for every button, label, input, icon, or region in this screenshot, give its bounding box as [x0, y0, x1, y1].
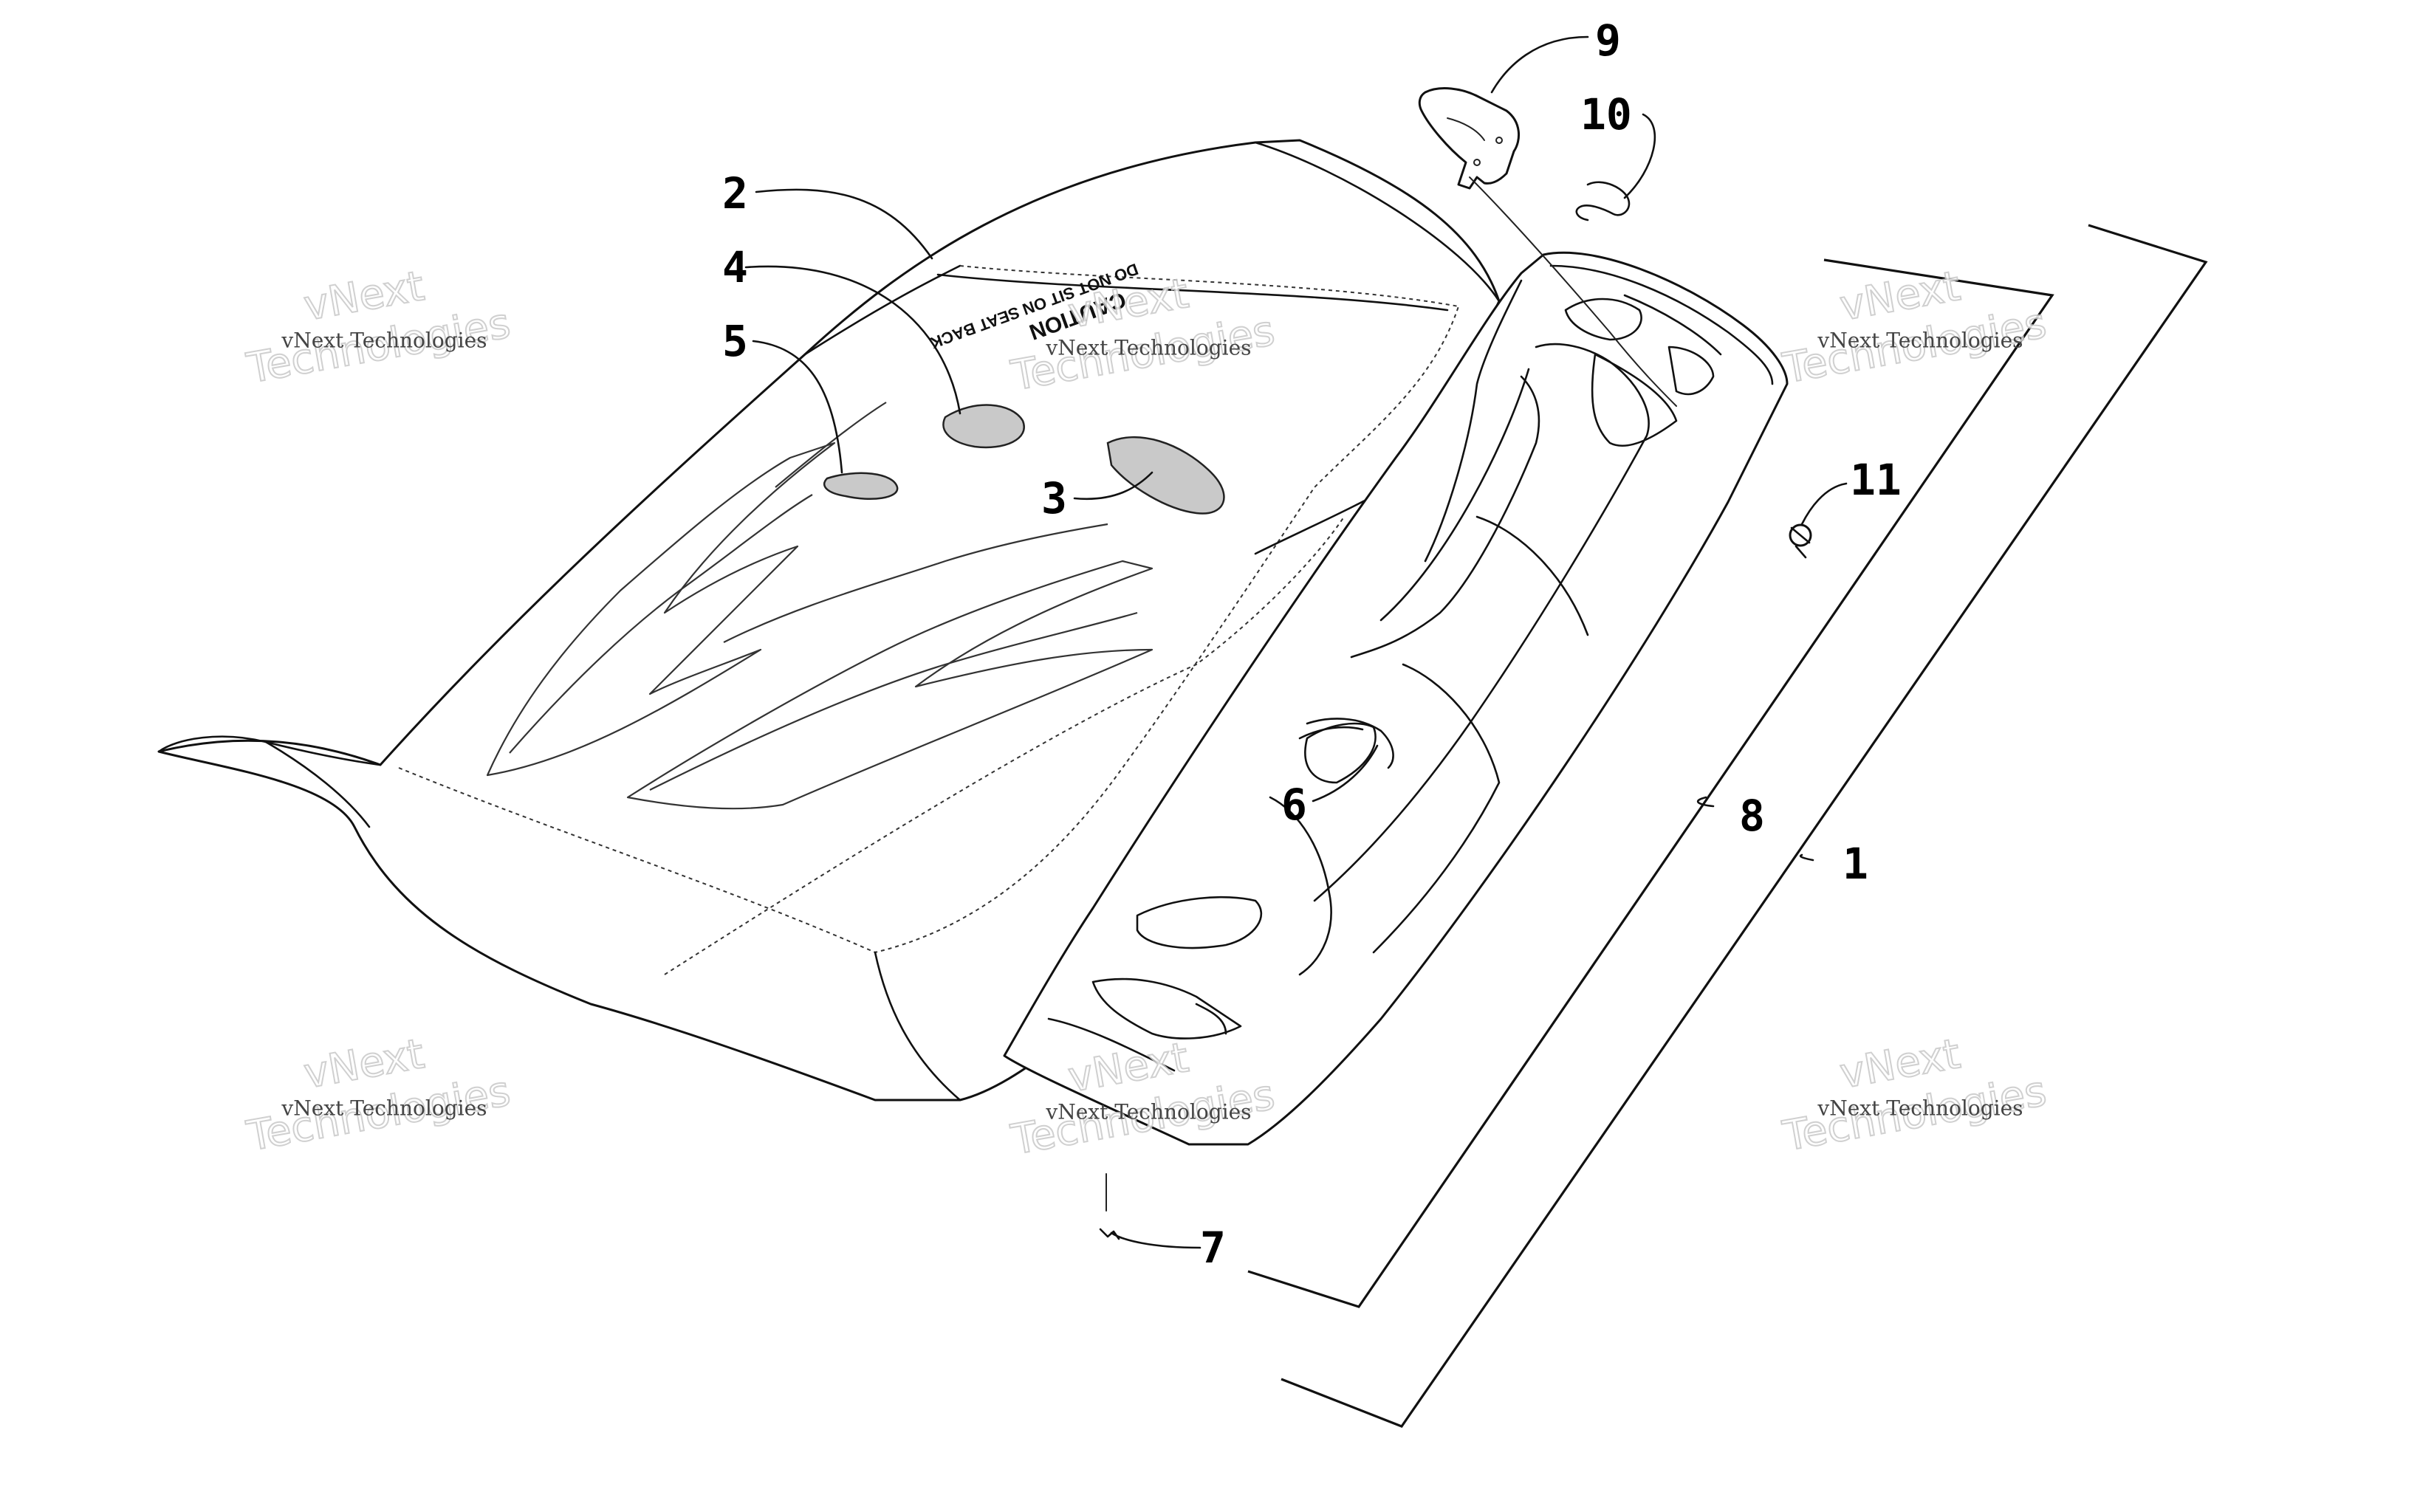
- watermark-small: vNext Technologies: [1817, 1096, 2023, 1120]
- leader-lines: [744, 35, 1848, 1249]
- latch-hook-6: [1306, 718, 1394, 769]
- watermark-bottom-left: vNext Technologies vNext Technologies: [242, 1029, 515, 1161]
- watermark-bottom-right: vNext Technologies vNext Technologies: [1778, 1029, 2051, 1161]
- watermark-small: vNext Technologies: [1045, 1099, 1251, 1124]
- foam-pad-5: [823, 472, 899, 501]
- watermark-top-left: vNext Technologies vNext Technologies: [242, 261, 515, 394]
- callout-11: 11: [1850, 455, 1902, 505]
- callout-4: 4: [722, 242, 748, 292]
- callout-9: 9: [1595, 16, 1621, 66]
- clip-10: [1575, 181, 1631, 221]
- rivet-11: [1789, 523, 1812, 559]
- callout-8: 8: [1739, 791, 1765, 841]
- watermark-small: vNext Technologies: [281, 1096, 487, 1120]
- callout-6: 6: [1281, 780, 1307, 830]
- bracket-line-1: [1281, 224, 2208, 1428]
- callout-5: 5: [722, 316, 748, 366]
- watermark-small: vNext Technologies: [1045, 335, 1251, 360]
- watermark-small: vNext Technologies: [281, 328, 487, 352]
- foam-pad-4: [942, 404, 1025, 449]
- watermark-small: vNext Technologies: [1817, 328, 2023, 352]
- bracket-9: [1418, 87, 1521, 190]
- callout-3: 3: [1041, 473, 1067, 523]
- seat-base: [1003, 251, 1789, 1146]
- callout-2: 2: [722, 168, 748, 219]
- callout-10: 10: [1580, 89, 1632, 140]
- foam-pad-3: [1106, 436, 1225, 515]
- callout-labels: 1 2 3 4 5 6 7 8 9 10 11: [722, 16, 1902, 1273]
- bracket-line-8: [1247, 258, 2054, 1308]
- watermark-top-right: vNext Technologies vNext Technologies: [1778, 261, 2051, 394]
- callout-1: 1: [1843, 839, 1868, 889]
- clip-7: [1099, 1228, 1120, 1240]
- callout-7: 7: [1200, 1223, 1226, 1273]
